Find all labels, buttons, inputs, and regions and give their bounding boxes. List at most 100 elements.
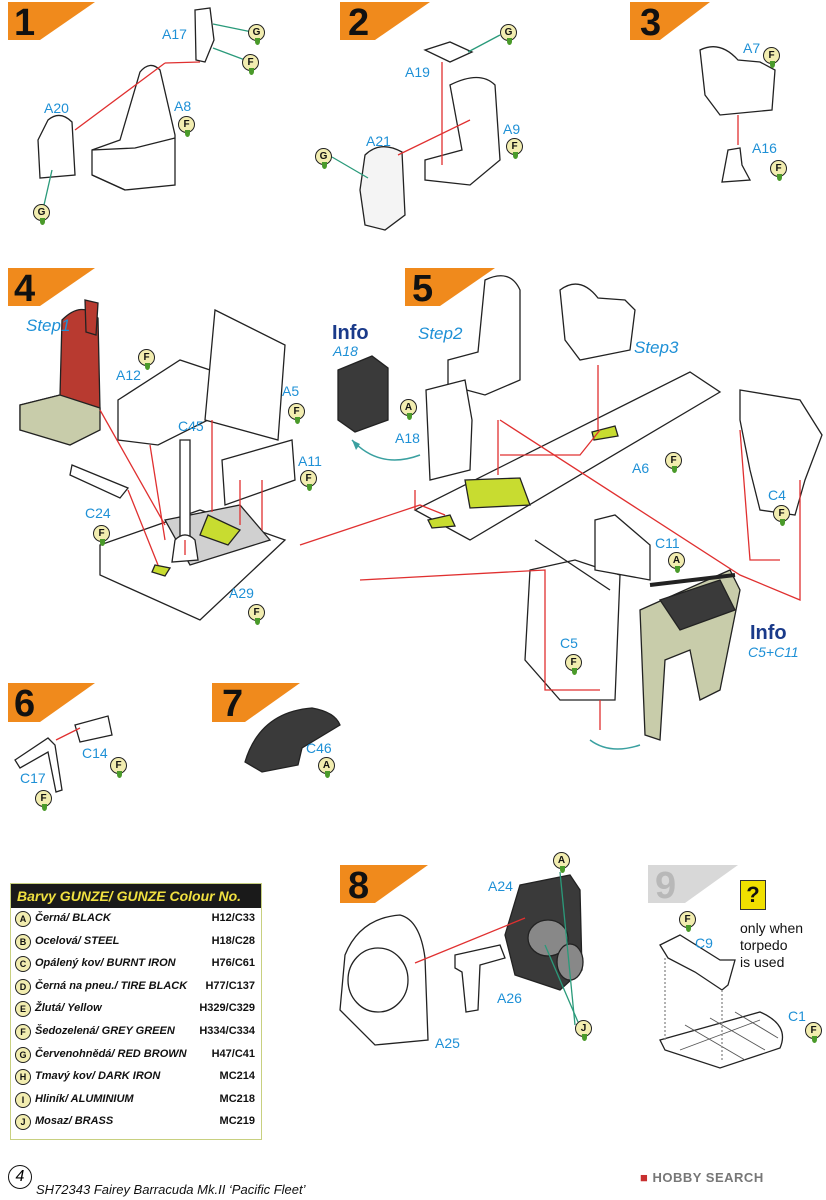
- part-label-a7: A7: [743, 40, 761, 56]
- colour-badge-f: F: [178, 116, 195, 137]
- legend-colour-name: Hliník/ ALUMINIUM: [35, 1092, 134, 1105]
- colour-badge-a: A: [668, 552, 685, 573]
- part-label-c24: C24: [85, 505, 111, 521]
- colour-badge-f: F: [805, 1022, 822, 1043]
- step-number-6: 6: [14, 683, 36, 725]
- part-label-c1: C1: [788, 1008, 806, 1024]
- legend-colour-key: A: [15, 911, 31, 927]
- part-label-c45: C45: [178, 418, 204, 434]
- colour-badge-f: F: [242, 54, 259, 75]
- colour-badge-g: G: [33, 204, 50, 225]
- legend-row: J Mosaz/ BRASS MC219: [11, 1111, 261, 1134]
- part-label-a20: A20: [44, 100, 69, 116]
- step5-parts: [299, 275, 823, 750]
- legend-colour-name: Žlutá/ Yellow: [35, 1002, 102, 1015]
- legend-colour-name: Opálený kov/ BURNT IRON: [35, 957, 176, 970]
- legend-colour-key: J: [15, 1114, 31, 1131]
- info-sub-c5-c11: C5+C11: [748, 644, 799, 660]
- colour-badge-g: G: [315, 148, 332, 169]
- info-title-a18: Info: [332, 322, 369, 344]
- part-label-a25: A25: [435, 1035, 460, 1051]
- part-label-a26: A26: [497, 990, 522, 1006]
- colour-badge-f: F: [300, 470, 317, 491]
- legend-colour-name: Černá/ BLACK: [35, 912, 111, 924]
- question-icon: ?: [740, 880, 766, 910]
- step-number-4: 4: [14, 268, 36, 310]
- part-label-a12: A12: [116, 367, 141, 383]
- colour-badge-g: G: [500, 24, 517, 45]
- legend-colour-code: H18/C28: [211, 934, 255, 947]
- colour-badge-f: F: [35, 790, 52, 811]
- legend-colour-code: H329/C329: [199, 1002, 255, 1015]
- legend-colour-code: MC214: [219, 1070, 255, 1083]
- step-number-1: 1: [14, 2, 36, 44]
- part-label-a19: A19: [405, 64, 430, 80]
- legend-row: E Žlutá/ Yellow H329/C329: [11, 998, 261, 1021]
- legend-colour-key: G: [15, 1046, 31, 1063]
- legend-colour-key: B: [15, 933, 31, 950]
- brand-text: HOBBY SEARCH: [652, 1170, 764, 1185]
- info-a18-part: [337, 355, 421, 461]
- legend-colour-code: H47/C41: [211, 1047, 255, 1060]
- legend-colour-name: Šedozelená/ GREY GREEN: [35, 1024, 175, 1037]
- colour-legend: Barvy GUNZE/ GUNZE Colour No. A Černá/ BL…: [10, 883, 262, 1140]
- colour-badge-f: F: [288, 403, 305, 424]
- step-number-2: 2: [348, 2, 370, 44]
- step9-parts: [659, 934, 784, 1069]
- step-number-3: 3: [640, 2, 662, 44]
- legend-title: Barvy GUNZE/ GUNZE Colour No.: [11, 884, 261, 908]
- legend-colour-key: F: [15, 1023, 31, 1040]
- legend-colour-key: E: [15, 1001, 31, 1018]
- legend-colour-code: MC219: [219, 1115, 255, 1128]
- part-label-a9: A9: [503, 121, 521, 137]
- part-label-c9: C9: [695, 935, 713, 951]
- colour-badge-a: A: [318, 757, 335, 778]
- step4-parts: [19, 299, 296, 621]
- legend-colour-code: MC218: [219, 1092, 255, 1105]
- colour-badge-f: F: [248, 604, 265, 625]
- torpedo-note: only when torpedo is used: [740, 920, 803, 971]
- info-title-c5-c11: Info: [750, 622, 787, 644]
- colour-badge-f: F: [763, 47, 780, 68]
- part-label-a5: A5: [282, 383, 300, 399]
- part-label-a11: A11: [298, 453, 322, 469]
- step6-parts: [14, 715, 113, 793]
- part-label-a17: A17: [162, 26, 187, 42]
- colour-badge-f: F: [138, 349, 155, 370]
- torpedo-note-line1: only when: [740, 920, 804, 936]
- colour-badge-f: F: [110, 757, 127, 778]
- part-label-a8: A8: [174, 98, 192, 114]
- legend-colour-key: C: [15, 956, 31, 973]
- substep-label-step1: Step1: [26, 316, 71, 335]
- step3-parts: [699, 46, 776, 183]
- step-banners: [8, 2, 738, 903]
- step-number-8: 8: [348, 865, 370, 907]
- colour-badge-f: F: [565, 654, 582, 675]
- info-sub-a18: A18: [333, 343, 358, 359]
- substep-label-step3: Step3: [634, 338, 679, 357]
- part-label-a6: A6: [632, 460, 650, 476]
- legend-colour-name: Červenohnědá/ RED BROWN: [35, 1047, 187, 1060]
- step1-parts: [37, 7, 253, 206]
- legend-colour-name: Mosaz/ BRASS: [35, 1115, 114, 1128]
- footer-title: SH72343 Fairey Barracuda Mk.II ‘Pacific …: [36, 1182, 306, 1197]
- part-label-c4: C4: [768, 487, 786, 503]
- legend-colour-key: H: [15, 1069, 31, 1086]
- part-label-c14: C14: [82, 745, 108, 761]
- step-number-7: 7: [222, 683, 244, 725]
- page-number: 4: [8, 1165, 32, 1189]
- torpedo-note-line2: torpedo: [740, 937, 788, 953]
- legend-colour-key: D: [15, 978, 31, 995]
- legend-row: I Hliník/ ALUMINIUM MC218: [11, 1089, 261, 1112]
- substep-label-step2: Step2: [418, 324, 463, 343]
- legend-colour-key: I: [15, 1091, 31, 1108]
- step8-parts: [339, 871, 584, 1046]
- legend-colour-code: H334/C334: [199, 1024, 255, 1037]
- part-label-a21: A21: [366, 133, 391, 149]
- colour-badge-g: G: [248, 24, 265, 45]
